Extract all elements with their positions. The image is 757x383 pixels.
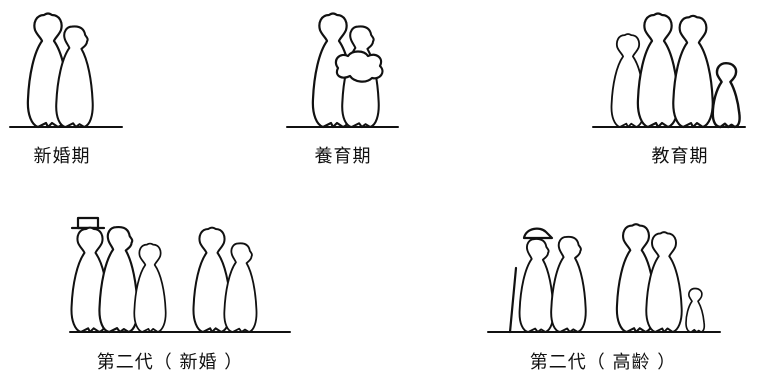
young-wife-figure: [223, 242, 258, 333]
young-adult-figure: [133, 242, 167, 333]
infant-figure: [334, 50, 384, 83]
elderly-grandmother-figure: [550, 235, 587, 333]
stage-second-gen-newlywed-figures: [69, 216, 291, 334]
child-figure: [711, 61, 741, 129]
adult-child-spouse-figure: [645, 231, 683, 333]
stage-label-second-gen-newlywed: 第二代（ 新婚 ）: [96, 352, 244, 373]
wife-figure: [55, 25, 94, 129]
stage-label-nurturing: 養育期: [314, 146, 372, 167]
stage-label-education: 教育期: [651, 146, 709, 167]
top-hat-icon: [76, 216, 100, 230]
grandmother-figure: [98, 226, 139, 334]
parent-figure: [636, 12, 680, 129]
stage-nurturing-figures: [286, 12, 399, 129]
stage-newlywed-figures: [9, 12, 123, 129]
stage-education-figures: [592, 12, 746, 129]
parent-figure: [672, 14, 714, 129]
walking-cane-icon: [508, 266, 518, 334]
elderly-grandfather-figure: [518, 238, 555, 333]
grandchild-figure: [685, 287, 706, 333]
cap-icon: [522, 227, 554, 240]
stage-second-gen-elderly-figures: [487, 223, 721, 334]
stage-label-second-gen-elderly: 第二代（ 高齡 ）: [529, 352, 677, 373]
stage-label-newlywed: 新婚期: [33, 146, 91, 167]
